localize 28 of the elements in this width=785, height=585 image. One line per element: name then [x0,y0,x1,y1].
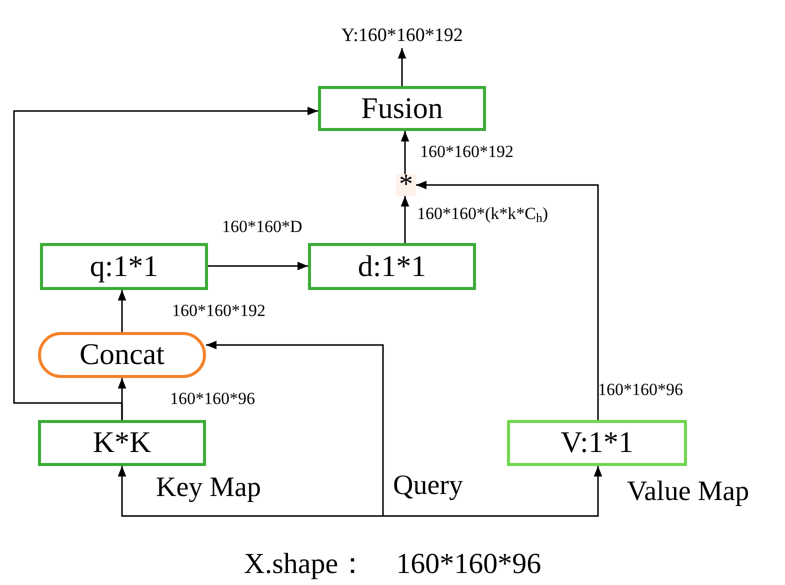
edge-label: 160*160*D [222,218,302,235]
arrow [13,106,318,420]
caption: X.shape： 160*160*96 [242,550,542,579]
arrow [208,262,308,270]
process-box: Fusion [318,86,486,131]
edge-label: 160*160*(k*k*C$_{h}$) [417,205,548,222]
process-box: K*K [38,420,206,466]
process-box: d:1*1 [308,243,476,290]
arrow [206,340,384,516]
arrow [416,180,599,420]
arrow [383,466,602,517]
process-box: q:1*1 [40,243,208,290]
edge-label: 160*160*96 [598,381,683,398]
edge-label: Key Map [156,474,261,502]
arrow [400,131,410,174]
arrow [118,290,126,332]
edge-label: 160*160*96 [170,390,255,407]
multiply-operator: * [396,174,416,196]
output-label: Y:160*160*192 [325,22,479,48]
arrow [400,196,410,243]
arrow [398,48,406,86]
edge-label: 160*160*192 [172,302,266,319]
process-box: V:1*1 [507,420,687,466]
edge-label: Value Map [627,478,750,506]
arrow [118,466,383,517]
edge-label: 160*160*192 [420,143,514,160]
rounded-process-box: Concat [38,332,206,378]
edge-label: Query [393,472,463,500]
